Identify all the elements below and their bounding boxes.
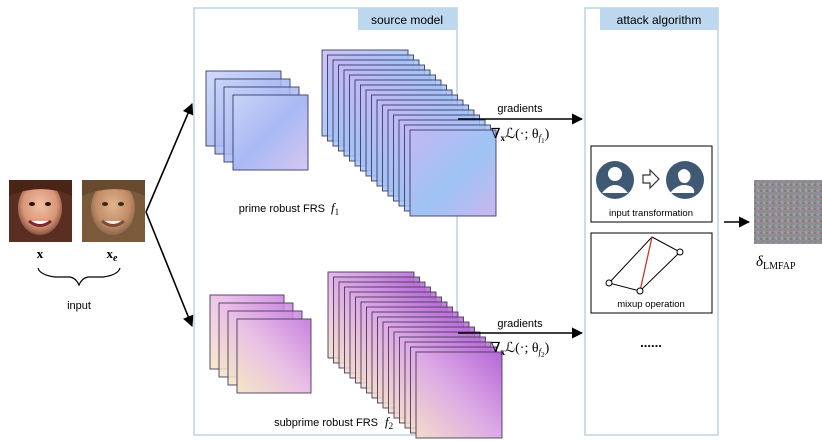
prime-symbol: f1	[331, 200, 339, 217]
transform-arrow-icon	[642, 168, 660, 190]
prime-small-stack	[205, 70, 309, 171]
gradients-bottom-formula: ∇xℒ(·; θf2)	[491, 341, 550, 359]
feature-map-layer	[409, 129, 497, 217]
adversarial-perturbation-image	[754, 180, 822, 244]
output-symbol: δLMFAP	[756, 254, 796, 272]
input-label: input	[67, 300, 91, 312]
gradients-bottom-label: gradients	[497, 318, 543, 330]
gradients-top-formula: ∇xℒ(·; θf1)	[491, 127, 550, 145]
arrow-input-to-prime	[145, 102, 194, 213]
avatar-icon	[596, 161, 634, 199]
avatar-transformed-icon	[666, 161, 704, 199]
input-transformation-label: input transformation	[609, 208, 693, 219]
feature-map-layer	[415, 351, 503, 439]
input-brace	[37, 267, 121, 287]
input-face-xe	[82, 180, 145, 242]
input-xe-symbol: xe	[107, 246, 119, 264]
mixup-diagram-icon	[605, 236, 684, 295]
feature-map-layer	[232, 94, 309, 171]
gradients-top-label: gradients	[497, 103, 543, 115]
subprime-small-stack	[209, 294, 312, 394]
subprime-large-stack	[327, 271, 503, 439]
subprime-caption: subprime robust FRS	[274, 417, 378, 429]
prime-caption: prime robust FRS	[239, 203, 325, 215]
arrow-input-to-subprime	[145, 211, 194, 328]
source-model-title-box	[358, 8, 457, 30]
attack-algorithm-title-box	[600, 8, 718, 30]
input-face-x	[9, 180, 72, 242]
attack-ellipsis: ......	[640, 335, 662, 350]
mixup-operation-label: mixup operation	[617, 299, 685, 310]
mixup-operation-box	[590, 232, 713, 314]
input-x-symbol: x	[37, 246, 44, 261]
source-model-panel	[193, 7, 458, 436]
feature-map-layer	[236, 318, 312, 394]
prime-large-stack	[321, 49, 497, 217]
source-model-title: source model	[371, 13, 443, 27]
subprime-symbol: f2	[385, 414, 393, 431]
attack-algorithm-title: attack algorithm	[617, 13, 702, 27]
